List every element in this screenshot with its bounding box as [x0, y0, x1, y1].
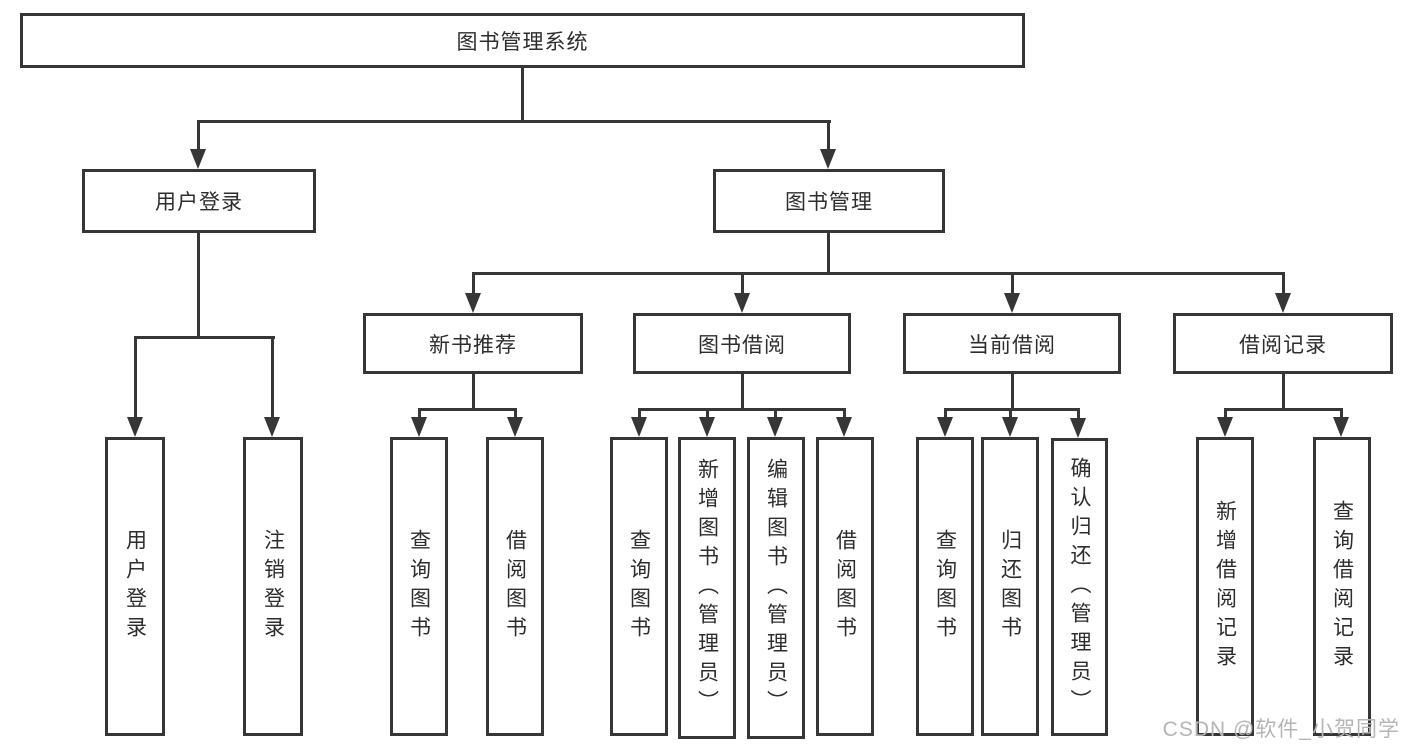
leaf-add-borrow-record: 新增借阅记录 [1196, 437, 1254, 736]
leaf-edit-book-admin: 编辑图书（管理员） [747, 437, 805, 739]
arrowhead-add-record [1217, 417, 1233, 437]
connector-stem-borrow-query [638, 408, 641, 419]
arrowhead-add-book [699, 417, 715, 437]
connector-stem-confirm-return [1077, 408, 1080, 419]
connector-book-borrow-rail [638, 408, 846, 411]
arrowhead-current-borrow [1004, 293, 1020, 313]
connector-new-book-stem [472, 374, 475, 408]
connector-stem-add-book [706, 408, 709, 419]
arrowhead-newbook-borrow [507, 417, 523, 437]
leaf-borrow-book: 借阅图书 [816, 437, 874, 736]
connector-level3-rail [472, 272, 1285, 275]
connector-root-stem [521, 68, 524, 120]
connector-new-book-rail [418, 408, 517, 411]
leaf-borrow-book-label: 借阅图书 [833, 528, 857, 645]
leaf-add-book-admin: 新增图书（管理员） [678, 437, 736, 739]
arrowhead-query-record [1333, 417, 1349, 437]
connector-current-borrow-stem [1011, 374, 1014, 408]
connector-user-login-rail [134, 336, 275, 339]
connector-stem-book-management [827, 120, 830, 151]
node-book-management: 图书管理 [713, 169, 945, 233]
node-new-book-recommend: 新书推荐 [363, 313, 583, 374]
leaf-current-query: 查询图书 [916, 437, 974, 736]
leaf-confirm-return-admin: 确认归还（管理员） [1051, 438, 1108, 736]
leaf-logout: 注销登录 [243, 437, 303, 736]
arrowhead-newbook-query [411, 417, 427, 437]
connector-stem-newbook-query [418, 408, 421, 419]
leaf-user-login: 用户登录 [105, 437, 165, 736]
connector-stem-newbook-borrow [514, 408, 517, 419]
node-root: 图书管理系统 [20, 13, 1025, 68]
connector-stem-user-login [197, 120, 200, 151]
leaf-user-login-label: 用户登录 [123, 528, 147, 645]
node-current-borrow: 当前借阅 [903, 313, 1121, 374]
arrowhead-confirm-return [1070, 418, 1086, 438]
connector-stem-add-record [1224, 408, 1227, 419]
leaf-newbook-borrow-label: 借阅图书 [503, 528, 527, 645]
leaf-return-book: 归还图书 [981, 437, 1039, 736]
node-user-login: 用户登录 [82, 169, 316, 233]
arrowhead-book-borrow [734, 293, 750, 313]
watermark: CSDN @软件_小贺同学 [1162, 718, 1400, 741]
connector-stem-borrow-book [843, 408, 846, 419]
connector-stem-borrow-record [1282, 272, 1285, 295]
arrowhead-borrow-query [631, 417, 647, 437]
arrowhead-book-management [820, 149, 836, 169]
arrowhead-current-query [937, 417, 953, 437]
arrowhead-leaf-logout [264, 417, 280, 437]
leaf-add-borrow-record-label: 新增借阅记录 [1213, 499, 1237, 674]
connector-user-login-stem [197, 233, 200, 336]
arrowhead-return-book [1002, 417, 1018, 437]
leaf-newbook-borrow: 借阅图书 [486, 437, 544, 736]
connector-stem-book-borrow [741, 272, 744, 295]
connector-stem-current-borrow [1011, 272, 1014, 295]
arrowhead-borrow-record [1275, 293, 1291, 313]
node-book-borrow: 图书借阅 [633, 313, 851, 374]
connector-stem-current-query [944, 408, 947, 419]
leaf-current-query-label: 查询图书 [933, 528, 957, 645]
arrowhead-new-book [465, 293, 481, 313]
arrowhead-edit-book [767, 417, 783, 437]
connector-stem-query-record [1340, 408, 1343, 419]
connector-stem-leaf-logout [271, 336, 274, 418]
leaf-return-book-label: 归还图书 [998, 528, 1022, 645]
connector-borrow-record-stem [1282, 374, 1285, 408]
connector-level2-rail [197, 120, 831, 123]
leaf-borrow-query: 查询图书 [610, 437, 668, 736]
leaf-newbook-query: 查询图书 [390, 437, 448, 736]
node-borrow-record: 借阅记录 [1173, 313, 1393, 374]
leaf-query-borrow-record: 查询借阅记录 [1313, 437, 1371, 736]
arrowhead-borrow-book [836, 417, 852, 437]
connector-borrow-record-rail [1224, 408, 1343, 411]
leaf-query-borrow-record-label: 查询借阅记录 [1330, 499, 1354, 674]
leaf-newbook-query-label: 查询图书 [407, 528, 431, 645]
connector-book-management-stem [827, 233, 830, 272]
connector-stem-leaf-user-login [134, 336, 137, 418]
arrowhead-leaf-user-login [127, 417, 143, 437]
connector-stem-new-book [472, 272, 475, 295]
leaf-edit-book-admin-label: 编辑图书（管理员） [764, 457, 788, 719]
leaf-borrow-query-label: 查询图书 [627, 528, 651, 645]
leaf-confirm-return-admin-label: 确认归还（管理员） [1068, 456, 1091, 718]
connector-stem-edit-book [774, 408, 777, 419]
connector-current-borrow-rail [944, 408, 1080, 411]
connector-stem-return-book [1009, 408, 1012, 419]
arrowhead-user-login [190, 149, 206, 169]
leaf-logout-label: 注销登录 [261, 528, 285, 645]
connector-book-borrow-stem [741, 374, 744, 408]
leaf-add-book-admin-label: 新增图书（管理员） [695, 457, 719, 719]
